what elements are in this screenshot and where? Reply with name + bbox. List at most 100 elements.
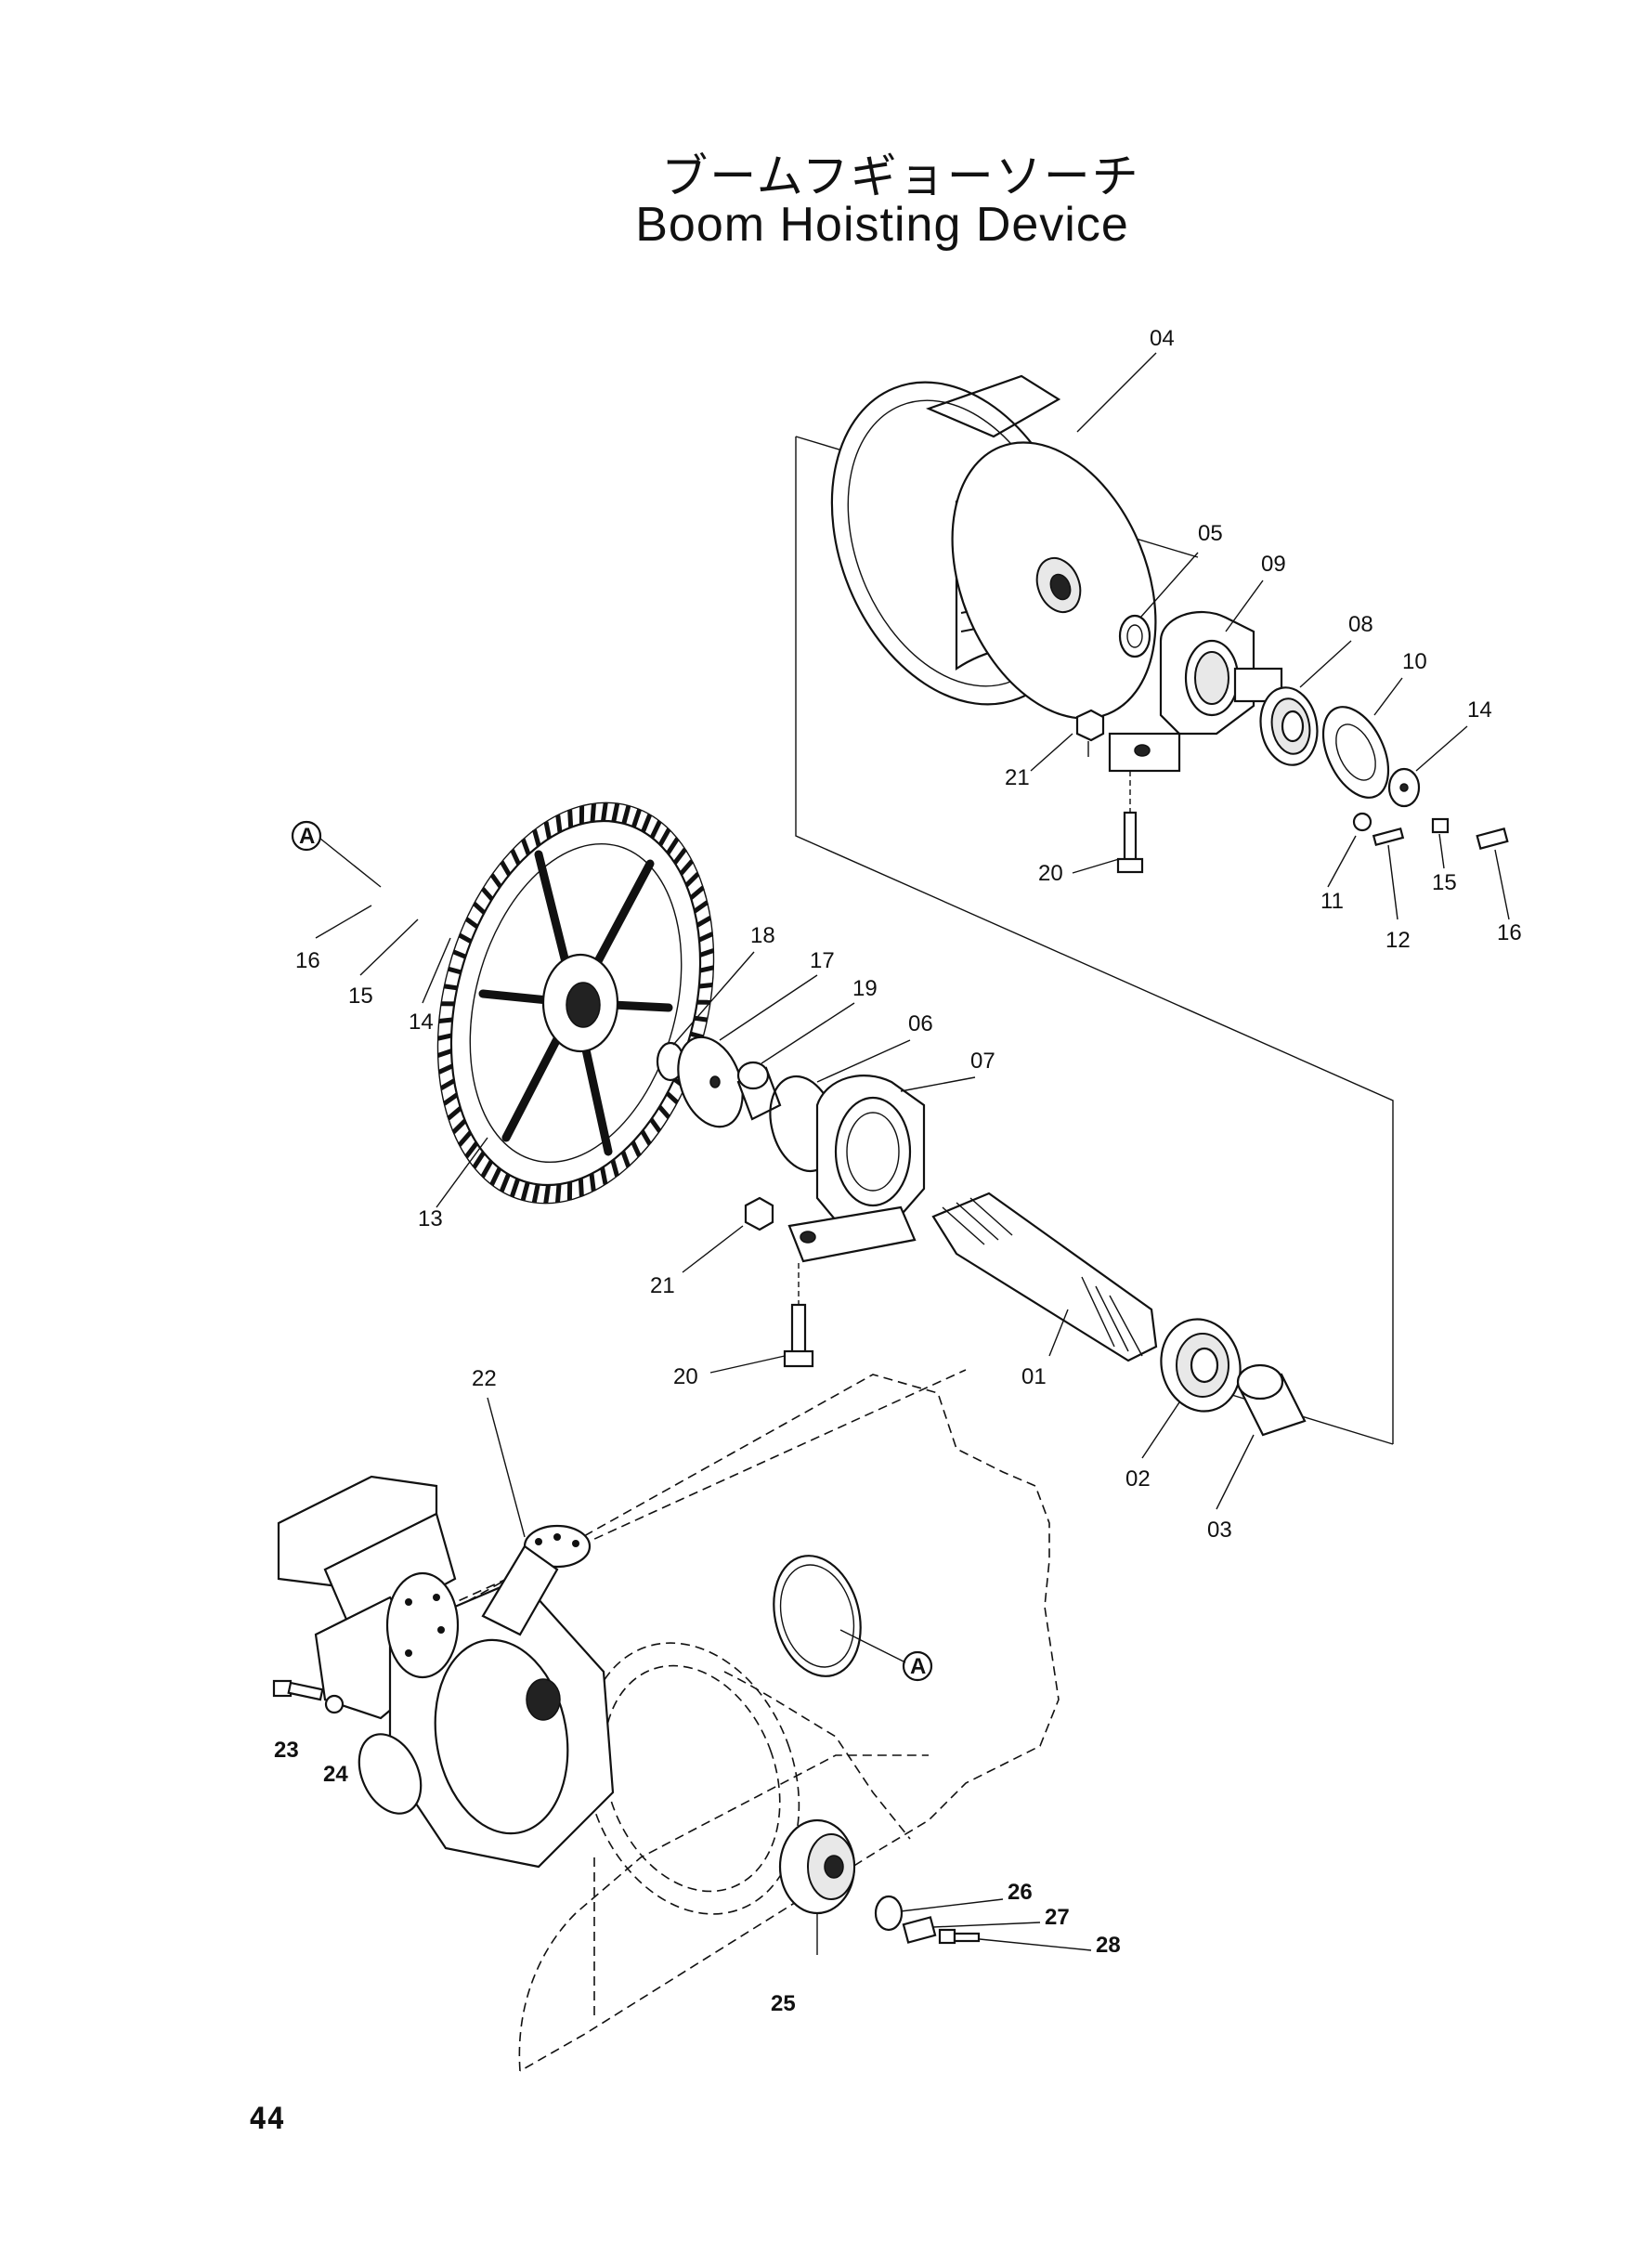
- gear-tooth: [672, 847, 687, 865]
- gear-tooth: [699, 965, 714, 973]
- gear-tooth: [444, 984, 458, 991]
- callout-27: 27: [1045, 1905, 1070, 1930]
- callout-05: 05: [1198, 521, 1223, 546]
- callout-16-left: 16: [295, 948, 320, 973]
- callout-16-upper: 16: [1497, 920, 1522, 945]
- hydraulic-motor-22: [277, 1475, 615, 1869]
- gear-tooth: [698, 983, 713, 989]
- callout-A-upper: A: [299, 824, 315, 849]
- callout-07: 07: [970, 1049, 995, 1074]
- gear-tooth: [442, 1092, 459, 1106]
- callout-25: 25: [771, 1991, 796, 2016]
- washer-26: [874, 1895, 904, 1932]
- cover-plate: [583, 1642, 800, 1915]
- callout-01: 01: [1021, 1364, 1047, 1389]
- gear-tooth: [610, 1159, 619, 1178]
- gear-tooth: [480, 887, 494, 901]
- gear-tooth: [665, 1091, 680, 1105]
- gear-tooth: [649, 1117, 662, 1133]
- gear-tooth: [472, 901, 487, 915]
- gear-tooth: [697, 932, 714, 943]
- plate-10: [1321, 706, 1390, 799]
- gear-tooth: [452, 949, 467, 959]
- gear-tooth: [555, 1183, 562, 1203]
- callout-15-left: 15: [348, 984, 373, 1009]
- gear-tooth: [448, 966, 462, 975]
- gear-tooth: [509, 1178, 521, 1198]
- gear-tooth: [620, 1151, 631, 1168]
- collar-19: [736, 1061, 782, 1121]
- gear-tooth: [657, 827, 671, 847]
- gear-tooth: [640, 1129, 652, 1146]
- gear-tooth: [543, 821, 552, 840]
- callout-19: 19: [852, 976, 878, 1001]
- callout-A-lower: A: [910, 1654, 926, 1679]
- gear-tooth: [567, 809, 574, 828]
- gear-tooth: [699, 948, 715, 958]
- callout-06: 06: [908, 1011, 933, 1036]
- gear-tooth: [499, 1173, 511, 1192]
- gear-tooth: [611, 802, 620, 823]
- callout-15-upper: 15: [1432, 870, 1457, 895]
- bearing-08: [1259, 686, 1319, 766]
- reference-marker-A-upper: [291, 820, 322, 852]
- gear-tooth: [457, 1130, 473, 1147]
- callout-20-middle: 20: [673, 1364, 698, 1389]
- pinion-25: [778, 1818, 856, 1915]
- page-number: 44: [249, 2101, 285, 2136]
- washer-24: [324, 1694, 345, 1714]
- bolt-28: [938, 1928, 981, 1945]
- callout-21-middle: 21: [650, 1273, 675, 1298]
- ring-05: [1118, 614, 1151, 658]
- gear-tooth: [480, 1159, 494, 1179]
- reference-marker-A-lower: [902, 1650, 933, 1682]
- gear-tooth: [693, 900, 709, 914]
- gear-tooth: [500, 860, 512, 877]
- large-gear-13: [436, 801, 715, 1205]
- callout-11: 11: [1320, 889, 1344, 914]
- callout-03: 03: [1207, 1518, 1232, 1543]
- bolt-20-middle: [783, 1263, 814, 1368]
- gear-tooth: [451, 1118, 467, 1134]
- callout-09: 09: [1261, 552, 1286, 577]
- gear-tooth: [464, 917, 479, 930]
- gear-tooth: [589, 1173, 596, 1192]
- gear-tooth: [689, 885, 705, 900]
- callout-24: 24: [323, 1762, 348, 1787]
- callout-28: 28: [1096, 1933, 1121, 1958]
- gear-tooth: [532, 828, 541, 847]
- nut-21-upper: [1075, 709, 1105, 757]
- gear-tooth: [641, 814, 653, 833]
- callout-20-upper: 20: [1038, 861, 1063, 886]
- gear-tooth: [590, 803, 596, 823]
- callout-02: 02: [1125, 1466, 1151, 1492]
- gear-tooth: [578, 1178, 584, 1197]
- gear-tooth: [447, 1106, 462, 1121]
- gear-tooth: [510, 849, 521, 866]
- callout-13: 13: [418, 1206, 443, 1231]
- callout-23: 23: [274, 1738, 299, 1763]
- gear-tooth: [436, 1049, 452, 1058]
- callout-14-left: 14: [409, 1010, 434, 1035]
- gear-tooth: [601, 801, 608, 822]
- callout-22: 22: [472, 1366, 497, 1391]
- lock-plate-27: [902, 1916, 937, 1944]
- gear-tooth: [600, 1166, 608, 1185]
- callout-08: 08: [1348, 612, 1373, 637]
- gear-tooth: [555, 814, 563, 833]
- gear-tooth: [657, 1105, 671, 1119]
- leader-lines: [315, 352, 1510, 1955]
- bearing-02: [1160, 1318, 1242, 1413]
- bolt-20-upper: [1116, 771, 1144, 874]
- gear-tooth: [437, 1033, 452, 1041]
- title-english: Boom Hoisting Device: [635, 198, 1129, 252]
- gear-tooth: [621, 804, 631, 825]
- title-japanese: ブームフギョーソーチ: [661, 150, 1140, 203]
- callout-26: 26: [1008, 1880, 1033, 1905]
- gear-tooth: [520, 838, 531, 855]
- gear-tooth: [458, 932, 473, 945]
- small-parts-upper: [1352, 812, 1509, 850]
- callout-21-upper: 21: [1005, 765, 1030, 790]
- callout-04: 04: [1150, 326, 1175, 351]
- gear-tooth: [543, 1184, 551, 1205]
